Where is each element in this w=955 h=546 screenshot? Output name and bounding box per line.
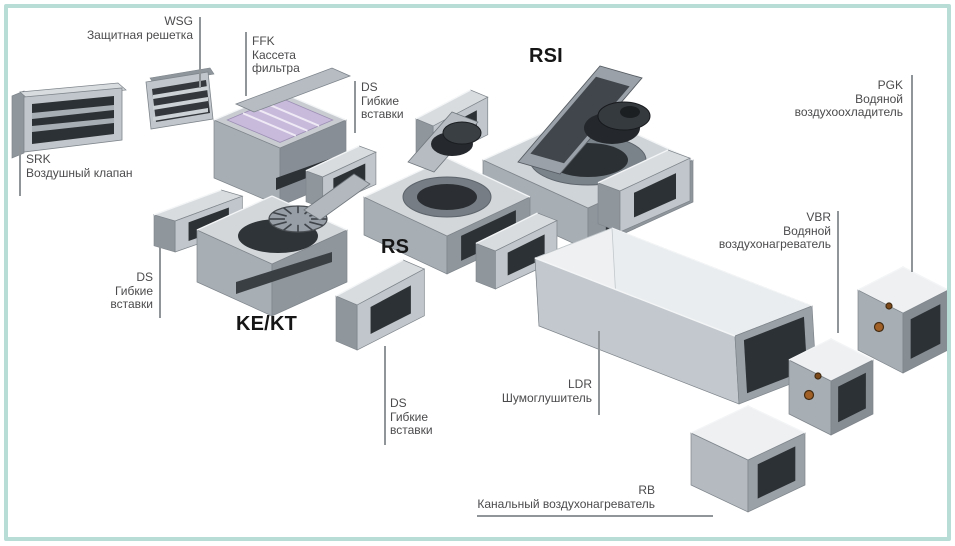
label-vbr: VBR Водяной воздухонагреватель	[718, 210, 831, 252]
component-ds-insert-6	[335, 259, 426, 351]
label-ds-top-name2: вставки	[361, 107, 404, 121]
component-ds-insert-3	[597, 149, 691, 233]
label-wsg-name: Защитная решетка	[86, 27, 193, 42]
title-rs: RS	[381, 236, 410, 258]
label-srk-code: SRK	[26, 152, 51, 166]
label-ds-top-name1: Гибкие	[361, 93, 400, 108]
leader-line-ds-top	[354, 81, 356, 133]
label-pgk-name2: воздухоохладитель	[794, 105, 903, 119]
component-ds-insert-4	[475, 212, 558, 290]
leader-line-ffk	[245, 32, 247, 96]
component-vbr-heater	[788, 338, 874, 436]
label-pgk-name1: Водяной	[855, 91, 903, 106]
label-rb-code: RB	[638, 483, 655, 497]
label-ds-bottom-name2: вставки	[390, 423, 433, 437]
title-rsi: RSI	[529, 45, 563, 67]
label-vbr-name1: Водяной	[783, 223, 831, 238]
leader-line-srk	[19, 146, 21, 196]
label-rb: RB Канальный воздухонагреватель	[477, 483, 655, 511]
leader-line-ds-bottom	[384, 346, 386, 445]
label-vbr-code: VBR	[806, 210, 831, 224]
label-wsg-code: WSG	[164, 14, 193, 28]
component-kekt-fan	[196, 173, 371, 317]
label-ldr: LDR Шумоглушитель	[501, 377, 592, 405]
component-ldr-silencer	[534, 227, 817, 405]
leader-line-rb	[477, 515, 713, 517]
component-wsg-grille	[145, 67, 215, 130]
component-rs-fan	[363, 111, 531, 275]
label-wsg: WSG Защитная решетка	[86, 14, 193, 42]
label-ffk-name2: фильтра	[252, 61, 300, 75]
label-vbr-name2: воздухонагреватель	[718, 237, 831, 251]
leader-line-vbr	[837, 211, 839, 333]
label-ds-top-code: DS	[361, 80, 378, 94]
leader-line-pgk	[911, 75, 913, 272]
label-ds-bottom-name1: Гибкие	[390, 409, 429, 424]
label-ffk-code: FFK	[252, 34, 275, 48]
leader-line-ds-left	[159, 246, 161, 318]
leader-line-wsg	[199, 17, 201, 88]
leader-line-ldr	[598, 331, 600, 415]
title-kekt: KE/KT	[236, 313, 297, 335]
label-ds-bottom: DS Гибкие вставки	[390, 396, 433, 438]
component-rb-duct-heater	[690, 405, 806, 513]
label-ds-top: DS Гибкие вставки	[361, 80, 404, 122]
label-rb-name: Канальный воздухонагреватель	[477, 496, 655, 511]
label-pgk-code: PGK	[877, 78, 903, 92]
label-srk-name: Воздушный клапан	[26, 165, 133, 180]
label-pgk: PGK Водяной воздухоохладитель	[794, 78, 903, 120]
label-ds-left-name2: вставки	[110, 297, 153, 311]
label-srk: SRK Воздушный клапан	[26, 152, 133, 180]
label-ds-left-code: DS	[136, 270, 153, 284]
label-ldr-name: Шумоглушитель	[501, 390, 592, 405]
label-ffk-name1: Кассета	[252, 47, 296, 62]
component-srk-air-valve	[11, 82, 127, 159]
label-ffk: FFK Кассета фильтра	[252, 34, 300, 76]
component-pgk-cooler	[857, 266, 949, 374]
label-ldr-code: LDR	[567, 377, 592, 391]
label-ds-left: DS Гибкие вставки	[110, 270, 153, 312]
label-ds-bottom-code: DS	[390, 396, 407, 410]
label-ds-left-name1: Гибкие	[114, 283, 153, 298]
